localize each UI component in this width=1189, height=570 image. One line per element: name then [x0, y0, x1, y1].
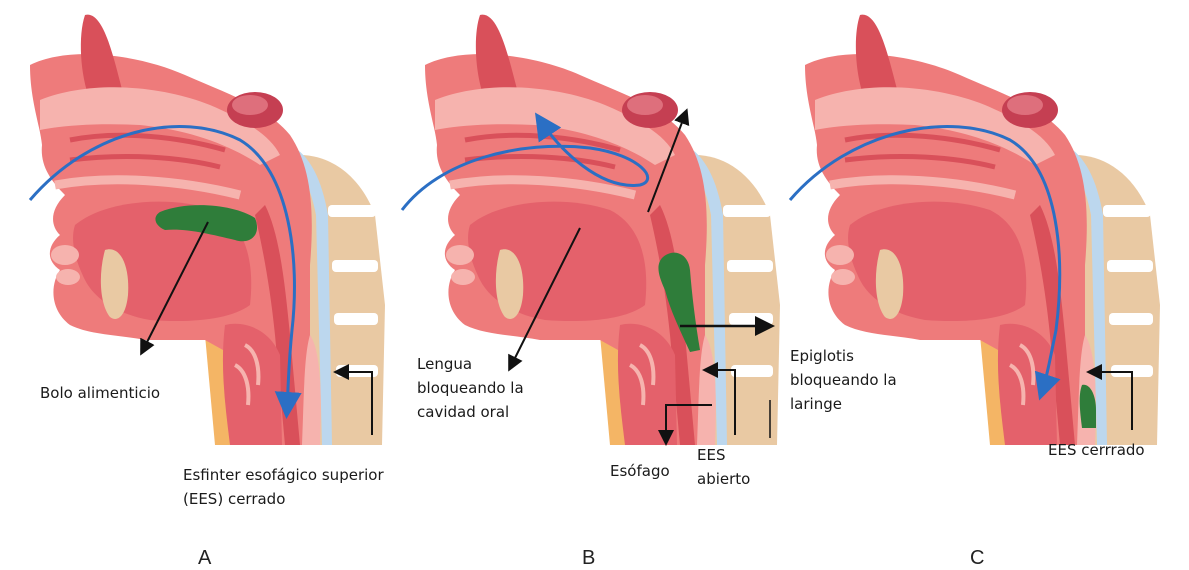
- panel-a: [10, 5, 385, 445]
- panel-letter-c: C: [970, 547, 984, 570]
- epiglottis-label-line2: bloqueando la: [790, 371, 897, 390]
- epiglottis-label-line3: laringe: [790, 395, 842, 414]
- tongue-label-line1: Lengua: [417, 355, 472, 374]
- tongue-label-line2: bloqueando la: [417, 379, 524, 398]
- ues-label-line2: (EES) cerrado: [183, 490, 285, 509]
- epiglottis-label-line1: Epiglotis: [790, 347, 854, 366]
- ues-open-label-line2: abierto: [697, 470, 750, 489]
- ues-closed-label: EES cerrrado: [1048, 441, 1145, 460]
- esophagus-label: Esófago: [610, 462, 670, 481]
- ues-open-label-line1: EES: [697, 446, 725, 465]
- panel-letter-a: A: [198, 547, 211, 570]
- tongue-label-line3: cavidad oral: [417, 403, 509, 422]
- panel-letter-b: B: [582, 547, 595, 570]
- bolus-label: Bolo alimenticio: [40, 384, 160, 403]
- ues-label-line1: Esfinter esofágico superior: [183, 466, 384, 485]
